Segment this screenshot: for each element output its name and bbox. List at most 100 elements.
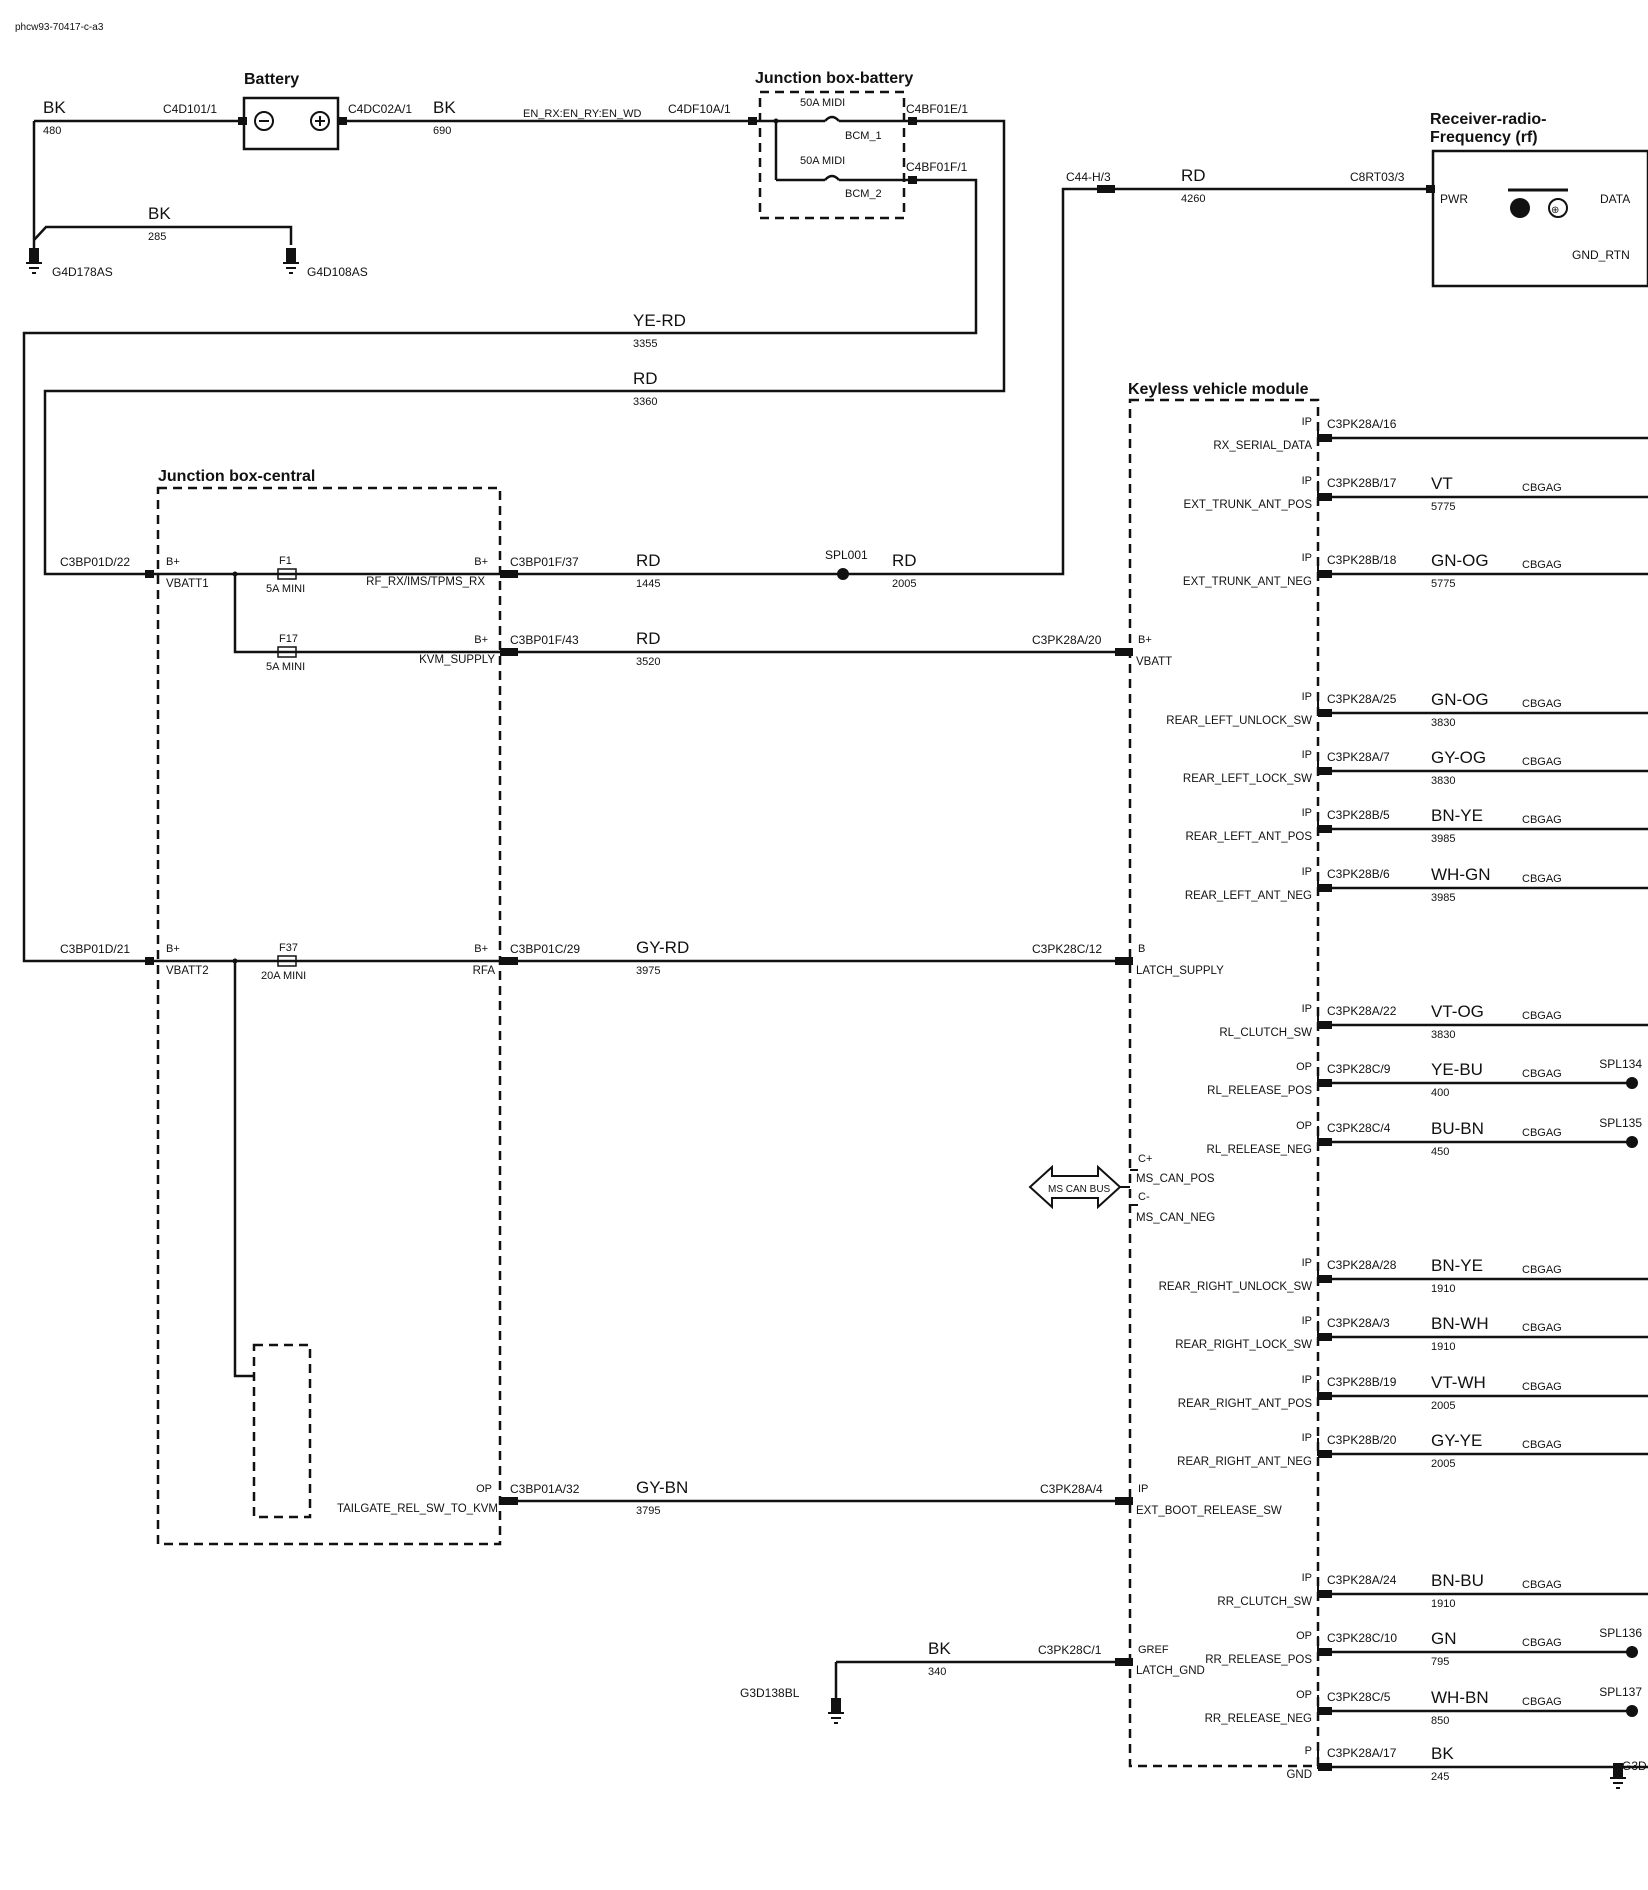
- kvm-wire-color: BK: [1431, 1744, 1454, 1763]
- kvm-wire-color: WH-GN: [1431, 865, 1490, 884]
- ground-connectors: [29, 248, 1623, 1777]
- battery: Battery: [242, 71, 340, 151]
- kvm-pin-signal: RR_RELEASE_POS: [1205, 1654, 1312, 1666]
- kvm-wire-code: CBGAG: [1522, 756, 1562, 768]
- receiver-symbol-icon: ⊕: [1551, 205, 1559, 216]
- kvm-pin-connector: C3PK28A/24: [1327, 1573, 1397, 1587]
- kvm-pin-signal: REAR_RIGHT_UNLOCK_SW: [1159, 1281, 1313, 1293]
- fuse-f17-rating: 5A MINI: [266, 661, 305, 673]
- wire-3795-color: GY-BN: [636, 1478, 688, 1497]
- tailgate-switch-box: [252, 1343, 312, 1519]
- kvm-wire-color: GN-OG: [1431, 690, 1489, 709]
- wire-285-num: 285: [148, 231, 166, 243]
- op-tailgate: OP: [476, 1483, 492, 1495]
- rf-rx-label: RF_RX/IMS/TPMS_RX: [366, 576, 485, 588]
- jb-central-title: Junction box-central: [158, 468, 315, 485]
- kvm-pin-connector: C3PK28C/4: [1327, 1121, 1391, 1135]
- kvm-wire-code: CBGAG: [1522, 1637, 1562, 1649]
- kvm-pin: [1318, 1590, 1332, 1598]
- kvm-pin-connector: C3PK28C/10: [1327, 1631, 1397, 1645]
- kvm-wire-num: 5775: [1431, 578, 1455, 590]
- kvm-wire-num: 1910: [1431, 1341, 1455, 1353]
- jb-central-box: [156, 486, 502, 1546]
- latch-gnd-labels: BK 340 C3PK28C/1 GREF LATCH_GND G3D138BL…: [740, 1639, 1647, 1773]
- ground-g3d138bl: G3D138BL: [740, 1686, 800, 1700]
- wire-1445-color: RD: [636, 551, 661, 570]
- kvm-splice: [1626, 1136, 1638, 1148]
- kvm-pin-connector: C3PK28A/16: [1327, 417, 1397, 431]
- kvm-pin-connector: C3PK28B/18: [1327, 553, 1397, 567]
- kvm-pin: [1318, 1450, 1332, 1458]
- kvm-wire-code: CBGAG: [1522, 482, 1562, 494]
- conn-c3pk28c12: C3PK28C/12: [1032, 942, 1102, 956]
- kvm-pin-connector: C3PK28A/22: [1327, 1004, 1397, 1018]
- splice-points: [232, 118, 849, 964]
- rfa-label: RFA: [473, 965, 496, 977]
- kvm-wire-color: GY-YE: [1431, 1431, 1482, 1450]
- keyless-module-box: [1128, 398, 1320, 1768]
- wire-2005-color: RD: [892, 551, 917, 570]
- kvm-wire-code: CBGAG: [1522, 814, 1562, 826]
- ground-g4d178as: G4D178AS: [52, 265, 113, 279]
- kvm-pin: [1318, 570, 1332, 578]
- conn-c3bp01f37: C3BP01F/37: [510, 555, 579, 569]
- ext-boot-label: EXT_BOOT_RELEASE_SW: [1136, 1505, 1282, 1517]
- kvm-wire-color: BN-YE: [1431, 806, 1483, 825]
- kvm-pin: [1318, 1275, 1332, 1283]
- kvm-wire-code: CBGAG: [1522, 1127, 1562, 1139]
- kvm-splice-label: SPL137: [1599, 1685, 1642, 1699]
- splice-spl001: [837, 568, 849, 580]
- gref-label: GREF: [1138, 1644, 1169, 1656]
- kvm-wire-code: CBGAG: [1522, 1381, 1562, 1393]
- conn-c3bp01d22: C3BP01D/22: [60, 555, 130, 569]
- conn-c3bp01f43: C3BP01F/43: [510, 633, 579, 647]
- wire-3520-num: 3520: [636, 656, 660, 668]
- can-pos-label: MS_CAN_POS: [1136, 1173, 1215, 1185]
- wire-2005-num: 2005: [892, 578, 916, 590]
- kvm-pin-signal: REAR_LEFT_UNLOCK_SW: [1166, 715, 1312, 727]
- b-latch: B: [1138, 943, 1145, 955]
- kvm-pin-connector: C3PK28A/25: [1327, 692, 1397, 706]
- can-pins: [1120, 1169, 1138, 1206]
- tailgate-label: TAILGATE_REL_SW_TO_KVM: [337, 1503, 498, 1515]
- bplus-kvm-module: B+: [1138, 634, 1152, 646]
- kvm-pin: [1318, 1138, 1332, 1146]
- kvm-wire-code: CBGAG: [1522, 1696, 1562, 1708]
- wire-690-num: 690: [433, 125, 451, 137]
- ground-symbols: [26, 262, 1626, 1789]
- ground-icon-g3d: [1610, 1777, 1626, 1789]
- kvm-wire-code: CBGAG: [1522, 1068, 1562, 1080]
- kvm-pin: [1318, 434, 1332, 442]
- receiver-title-2: Frequency (rf): [1430, 129, 1538, 146]
- kvm-pin-connector: C3PK28B/5: [1327, 808, 1390, 822]
- receiver-pwr: PWR: [1440, 192, 1468, 206]
- bplus-2: B+: [166, 943, 180, 955]
- conn-c3pk28c1: C3PK28C/1: [1038, 1643, 1102, 1657]
- kvm-pin-connector: C3PK28A/17: [1327, 1746, 1397, 1760]
- kvm-pin: [1318, 1648, 1332, 1656]
- bplus-rfa: B+: [474, 943, 488, 955]
- kvm-pin: [1318, 825, 1332, 833]
- kvm-wire-num: 245: [1431, 1771, 1449, 1783]
- kvm-wire-num: 400: [1431, 1087, 1449, 1099]
- bcm2-label: BCM_2: [845, 188, 882, 200]
- kvm-pin-signal: REAR_RIGHT_ANT_NEG: [1177, 1456, 1312, 1468]
- wire-3360: [43, 119, 1006, 576]
- kvm-pin-signal: RL_RELEASE_NEG: [1207, 1144, 1313, 1156]
- jb-battery-title: Junction box-battery: [755, 70, 913, 87]
- kvm-wire-code: CBGAG: [1522, 1322, 1562, 1334]
- kvm-wire-code: CBGAG: [1522, 559, 1562, 571]
- wire-3520-color: RD: [636, 629, 661, 648]
- ground-icon-138: [828, 1712, 844, 1724]
- ground-g4d108as: G4D108AS: [307, 265, 368, 279]
